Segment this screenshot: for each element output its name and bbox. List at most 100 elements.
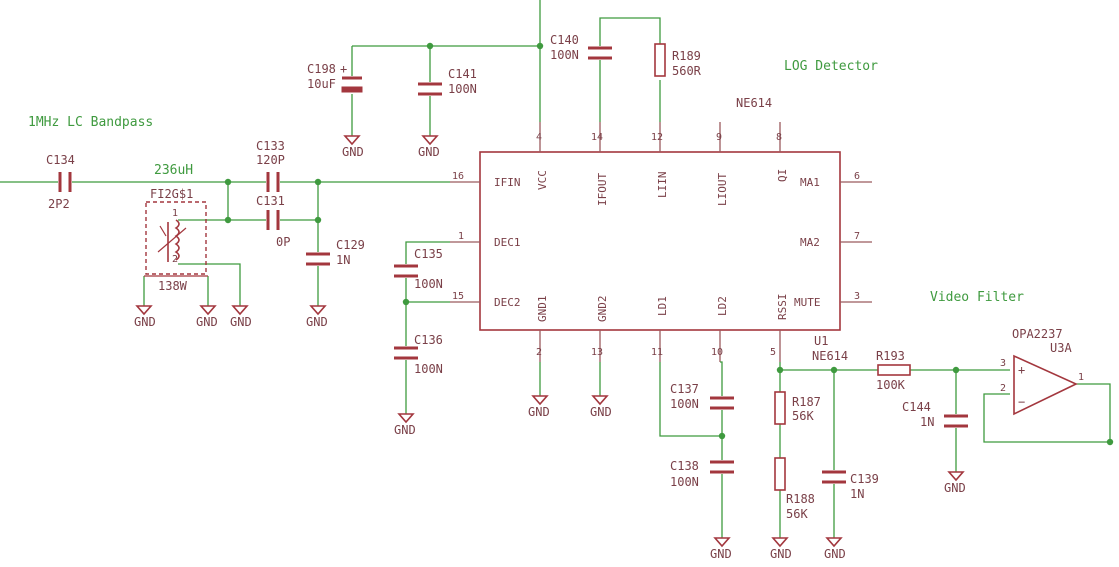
capacitor-c134: C134 2P2 [46,153,75,211]
resistor-r187: R187 56K [774,391,821,425]
label-u3-part: OPA2237 [1012,327,1063,341]
ic-part-label: NE614 [736,96,772,110]
label-c129-value: 1N [336,253,350,267]
capacitor-c139: C139 1N [822,470,879,501]
label-c198-polarity: + [340,62,347,76]
svg-text:GND: GND [770,547,792,561]
pin-num-ma2: 7 [854,231,860,242]
pin-num-dec2: 15 [452,291,464,302]
pin-name-ma1: MA1 [800,176,820,189]
label-c133-ref: C133 [256,139,285,153]
capacitor-c136: C136 100N [394,333,443,376]
label-r187-ref: R187 [792,395,821,409]
svg-text:GND: GND [710,547,732,561]
capacitor-c138: C138 100N [670,459,734,489]
resistor-r188: R188 56K [774,457,815,521]
pin-name-qi: QI [776,169,789,182]
svg-text:GND: GND [528,405,550,419]
svg-text:GND: GND [944,481,966,495]
wires [0,0,1111,538]
label-r193-value: 100K [876,378,906,392]
label-u3-plus: + [1018,363,1025,377]
pin-name-rssi: RSSI [776,294,789,321]
pin-num-liout: 9 [716,132,722,143]
label-c133-value: 120P [256,153,285,167]
gnd-symbol: GND [944,471,966,495]
svg-text:GND: GND [418,145,440,159]
label-c140-ref: C140 [550,33,579,47]
label-c131-value: 0P [276,235,290,249]
label-r188-value: 56K [786,507,808,521]
section-label-log-detector: LOG Detector [784,59,878,74]
capacitor-c135: C135 100N [394,247,443,291]
gnd-symbol: GND [394,413,416,437]
svg-text:GND: GND [824,547,846,561]
ic-ref-value: NE614 [812,349,848,363]
pin-name-ld1: LD1 [656,296,669,316]
opamp-u3a: OPA2237 U3A 3 2 1 + − [1000,327,1084,416]
label-c198-value: 10uF [307,77,336,91]
pin-name-gnd2: GND2 [596,296,609,323]
if-filter-fi2: FI2G$1 138W 1 2 [144,187,208,293]
label-c134-value: 2P2 [48,197,70,211]
label-c144-value: 1N [920,415,934,429]
pin-num-ld2: 10 [711,347,723,358]
label-c138-value: 100N [670,475,699,489]
label-c139-value: 1N [850,487,864,501]
gnd-symbol: GND [824,537,846,561]
svg-text:GND: GND [306,315,328,329]
label-c139-ref: C139 [850,472,879,486]
label-c141-ref: C141 [448,67,477,81]
capacitor-c133: C133 120P [256,139,285,192]
pin-num-vcc: 4 [536,132,542,143]
label-c131-ref: C131 [256,194,285,208]
gnd-symbol: GND [342,135,364,159]
gnd-symbol: GND [590,395,612,419]
gnd-symbol: GND [230,305,252,329]
capacitor-c137: C137 100N [670,382,734,411]
pin-num-liin: 12 [651,132,663,143]
section-label-bandpass: 1MHz LC Bandpass [28,115,153,130]
label-u3-pin2: 2 [1000,383,1006,394]
label-u3-minus: − [1018,395,1025,409]
label-fi2-pin1: 1 [172,208,178,219]
label-r193-ref: R193 [876,349,905,363]
ic-u1: NE614 U1 NE614 16 IFIN 1 DEC1 15 DEC2 6 … [450,96,872,363]
label-c129-ref: C129 [336,238,365,252]
capacitor-c131: C131 0P [256,194,290,249]
capacitor-c140: C140 100N [550,33,612,62]
label-c141-value: 100N [448,82,477,96]
label-c135-ref: C135 [414,247,443,261]
svg-text:GND: GND [230,315,252,329]
ground-symbols: GND GND GND GND GND GND GND GND [134,135,966,561]
pin-num-dec1: 1 [458,231,464,242]
label-fi2-value: 138W [158,279,188,293]
label-c140-value: 100N [550,48,579,62]
pin-name-ma2: MA2 [800,236,820,249]
label-c144-ref: C144 [902,400,931,414]
pin-name-dec2: DEC2 [494,296,521,309]
pin-num-mute: 3 [854,291,860,302]
label-c138-ref: C138 [670,459,699,473]
svg-text:GND: GND [590,405,612,419]
label-fi2-ref: FI2G$1 [150,187,193,201]
pin-name-liout: LIOUT [716,173,729,206]
pin-name-gnd1: GND1 [536,296,549,323]
label-c137-value: 100N [670,397,699,411]
pin-name-ld2: LD2 [716,296,729,316]
resistor-r189: R189 560R [654,43,702,78]
section-label-video-filter: Video Filter [930,290,1024,305]
svg-text:GND: GND [196,315,218,329]
pin-name-vcc: VCC [536,170,549,190]
pin-num-gnd1: 2 [536,347,542,358]
svg-text:GND: GND [342,145,364,159]
net-label-inductor: 236uH [154,163,193,178]
label-c134-ref: C134 [46,153,75,167]
pin-name-dec1: DEC1 [494,236,521,249]
label-r187-value: 56K [792,409,814,423]
ic-ref-label: U1 [814,334,828,348]
label-r189-value: 560R [672,64,702,78]
pin-name-ifout: IFOUT [596,173,609,206]
capacitor-c144: C144 1N [902,400,968,429]
capacitor-c198: + C198 10uF [307,62,363,93]
